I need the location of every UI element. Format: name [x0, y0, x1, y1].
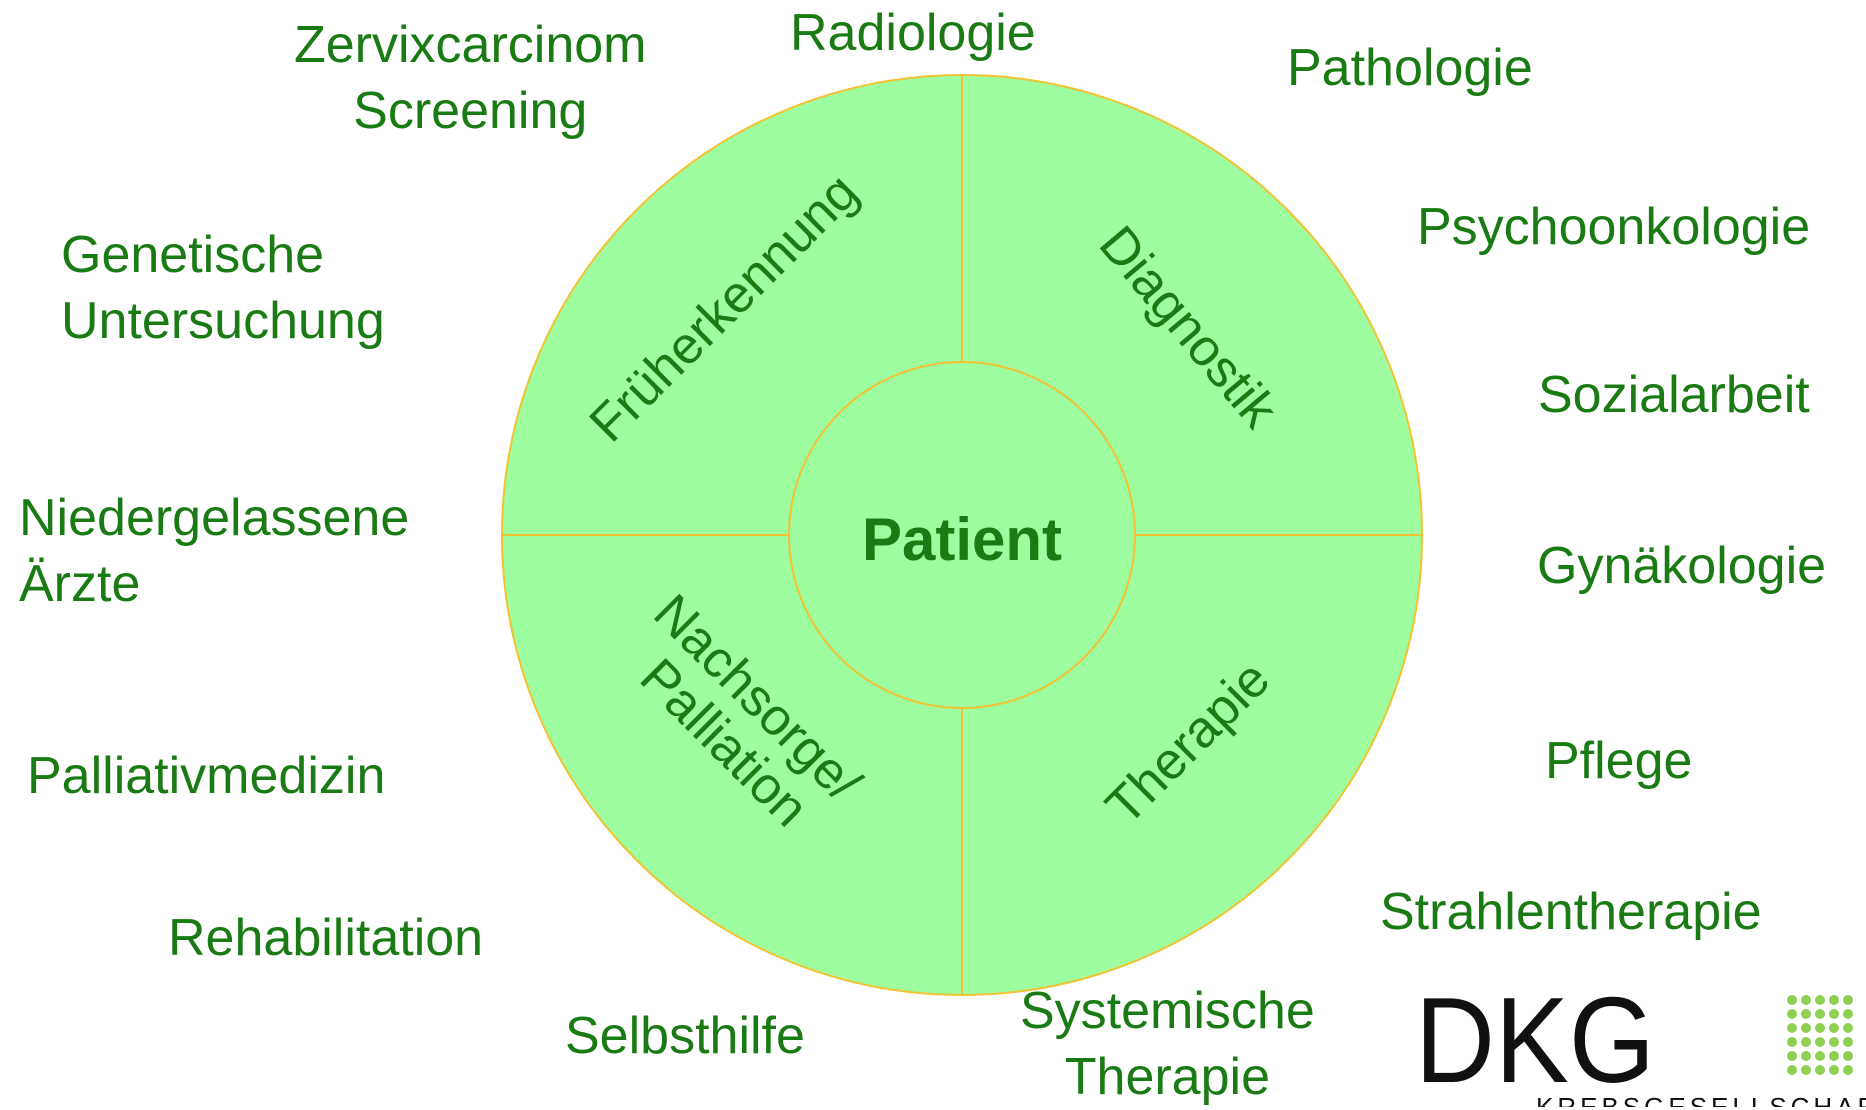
label-palliativmedizin: Palliativmedizin: [27, 747, 386, 805]
logo-dot: [1843, 1009, 1853, 1019]
label-niedergelassene-line2: Ärzte: [19, 555, 141, 613]
label-radiologie: Radiologie: [790, 4, 1036, 62]
logo-dot: [1801, 1037, 1811, 1047]
label-genetische-line2: Untersuchung: [61, 292, 385, 350]
logo-dot: [1829, 1051, 1839, 1061]
label-genetische-line1: Genetische: [61, 226, 325, 284]
logo-dot: [1829, 1037, 1839, 1047]
label-systemische-line1: Systemische: [1020, 982, 1315, 1040]
logo-dot: [1787, 1023, 1797, 1033]
logo-dot: [1843, 1023, 1853, 1033]
logo-dot: [1829, 995, 1839, 1005]
dkg-logo-dots: [1787, 995, 1853, 1075]
logo-dot: [1787, 1037, 1797, 1047]
logo-dot: [1801, 995, 1811, 1005]
logo-dot: [1829, 1009, 1839, 1019]
logo-dot: [1843, 1051, 1853, 1061]
logo-dot: [1829, 1023, 1839, 1033]
logo-dot: [1787, 1051, 1797, 1061]
label-sozialarbeit: Sozialarbeit: [1538, 366, 1810, 424]
logo-dot: [1843, 1037, 1853, 1047]
label-psychoonkologie: Psychoonkologie: [1417, 198, 1811, 256]
logo-dot: [1801, 1023, 1811, 1033]
label-zervixcarcinom-screening: Zervixcarcinom Screening: [294, 12, 647, 144]
label-selbsthilfe: Selbsthilfe: [565, 1007, 805, 1065]
logo-dot: [1801, 1065, 1811, 1075]
logo-dot: [1787, 1009, 1797, 1019]
dkg-logo-text: DKG: [1415, 972, 1655, 1107]
label-niedergelassene-aerzte: Niedergelassene Ärzte: [19, 485, 409, 617]
label-systemische-line2: Therapie: [1064, 1048, 1270, 1106]
center-label: Patient: [862, 506, 1062, 573]
label-systemische-therapie: Systemische Therapie: [1020, 978, 1315, 1110]
logo-dot: [1815, 1023, 1825, 1033]
logo-dot: [1829, 1065, 1839, 1075]
logo-dot: [1801, 1009, 1811, 1019]
label-strahlentherapie: Strahlentherapie: [1380, 883, 1762, 941]
label-pflege: Pflege: [1545, 732, 1693, 790]
label-genetische-untersuchung: Genetische Untersuchung: [61, 222, 385, 354]
logo-dot: [1787, 1065, 1797, 1075]
logo-dot: [1815, 1009, 1825, 1019]
logo-dot: [1815, 1065, 1825, 1075]
label-pathologie: Pathologie: [1287, 39, 1533, 97]
label-zervixcarcinom-line2: Screening: [353, 82, 588, 140]
logo-dot: [1787, 995, 1797, 1005]
label-rehabilitation: Rehabilitation: [168, 909, 484, 967]
logo-dot: [1815, 1037, 1825, 1047]
label-niedergelassene-line1: Niedergelassene: [19, 489, 410, 547]
logo-dot: [1801, 1051, 1811, 1061]
label-zervixcarcinom-line1: Zervixcarcinom: [294, 16, 647, 74]
inner-circle: [788, 361, 1136, 709]
dkg-logo: DKG KREBSGESELLSCHAFT: [1415, 972, 1866, 1107]
label-gynaekologie: Gynäkologie: [1537, 537, 1827, 595]
logo-dot: [1843, 995, 1853, 1005]
logo-dot: [1815, 1051, 1825, 1061]
logo-dot: [1815, 995, 1825, 1005]
logo-dot: [1843, 1065, 1853, 1075]
dkg-logo-subtext: KREBSGESELLSCHAFT: [1536, 1092, 1866, 1107]
